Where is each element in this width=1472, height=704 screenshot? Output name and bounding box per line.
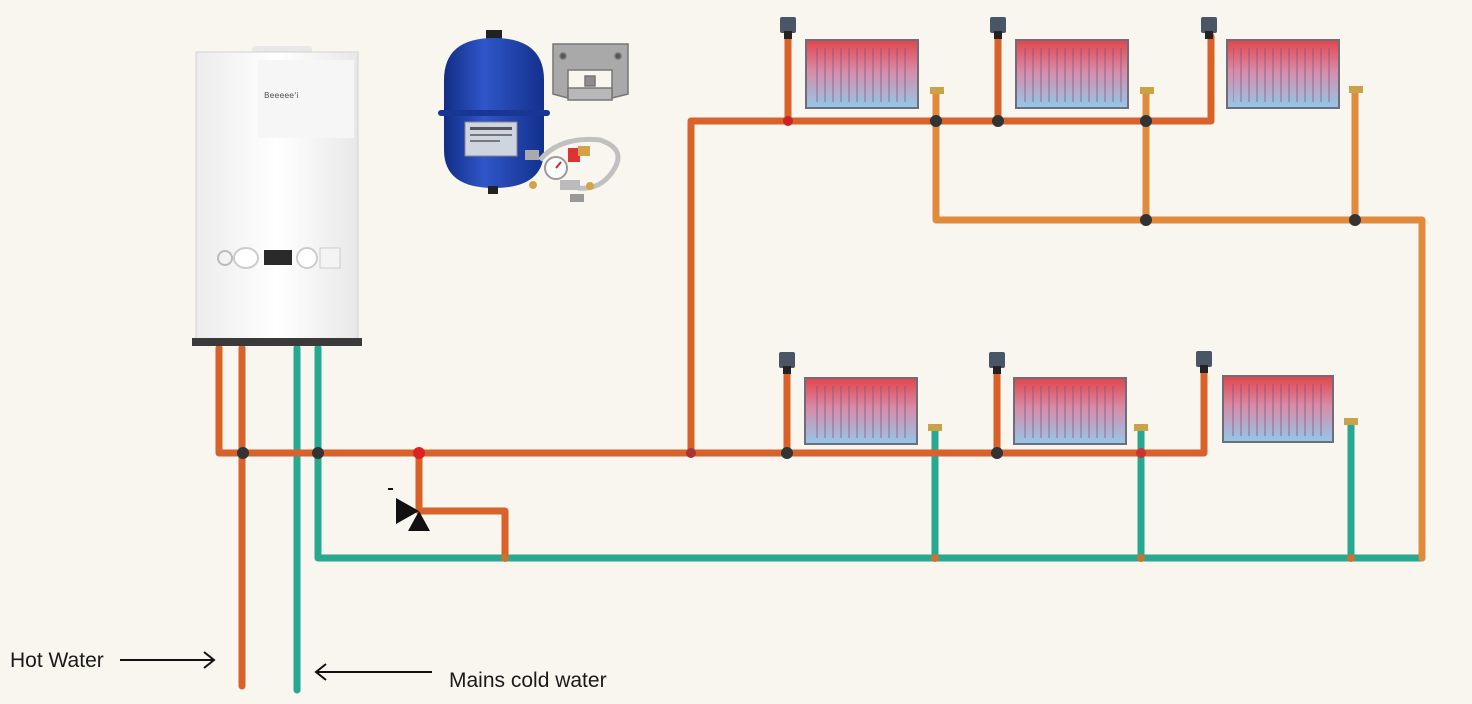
trv-cap-icon xyxy=(1196,351,1212,367)
hot-water-label: Hot Water xyxy=(10,649,104,672)
radiator-upper-1 xyxy=(780,17,944,109)
wall-bracket xyxy=(552,43,629,101)
radiator-lower-2 xyxy=(989,352,1148,445)
cold-water-arrow-icon xyxy=(314,663,432,681)
junctions xyxy=(237,115,1361,562)
return-pipe-upper xyxy=(932,90,1426,562)
trv-cap-icon xyxy=(779,352,795,368)
trv-cap-icon xyxy=(1201,17,1217,33)
mains-cold-water-label: Mains cold water xyxy=(449,669,607,692)
filling-loop-kit xyxy=(525,136,621,202)
radiator-lower-1 xyxy=(779,352,942,445)
flow-pipe-main xyxy=(215,344,1208,457)
return-pipe-lower xyxy=(314,344,1426,562)
trv-cap-icon xyxy=(780,17,796,33)
radiator-lower-3 xyxy=(1196,351,1358,443)
boiler-control-panel xyxy=(217,247,341,269)
label-arrows xyxy=(120,651,432,681)
radiator-upper-3 xyxy=(1201,17,1363,109)
combi-boiler xyxy=(192,46,362,346)
boiler-brand-label: Beeeee'i xyxy=(264,91,299,100)
expansion-vessel xyxy=(438,30,550,194)
hot-water-arrow-icon xyxy=(120,651,216,669)
bypass-valve-icon xyxy=(388,488,430,531)
trv-cap-icon xyxy=(990,17,1006,33)
radiators xyxy=(779,17,1363,445)
trv-cap-icon xyxy=(989,352,1005,368)
flow-riser xyxy=(687,32,1215,457)
bypass-pipe xyxy=(415,449,509,562)
radiator-upper-2 xyxy=(990,17,1154,109)
pipework xyxy=(215,32,1426,694)
